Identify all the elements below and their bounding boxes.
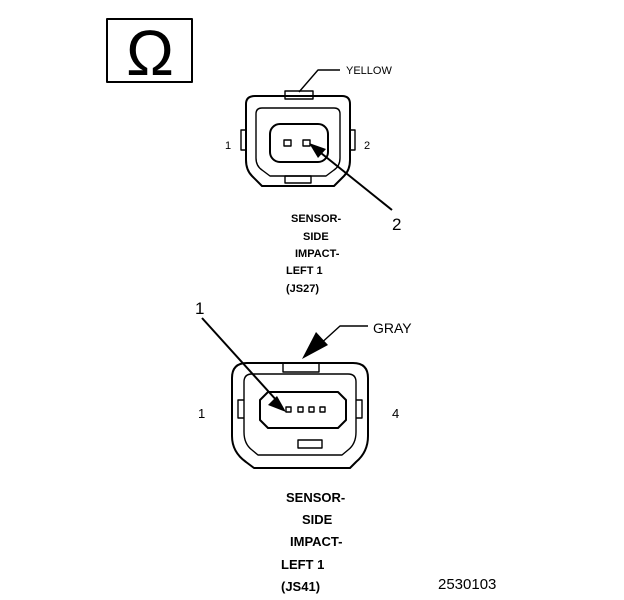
connector-js41-latch [297, 439, 323, 449]
connector-js27-title-line-4: LEFT 1 [286, 265, 323, 277]
connector-js41-title-line-4: LEFT 1 [281, 557, 324, 572]
connector-js41-title-line-5: (JS41) [281, 579, 320, 594]
connector-js27-pin-2 [302, 139, 311, 147]
connector-js27-pin-label-right: 2 [364, 140, 370, 152]
figure-number: 2530103 [438, 576, 496, 593]
connector-js27-title-line-2: SIDE [303, 231, 329, 243]
gray-leader-arrowhead [302, 332, 328, 359]
connector-js41-pin-2 [297, 406, 304, 413]
omega-symbol-box: Ω [106, 17, 193, 89]
connector-js27-body [245, 95, 351, 187]
connector-js41-cavity [259, 391, 347, 429]
connector-js27-recess [255, 107, 341, 177]
connector-js27-latch [284, 175, 312, 184]
connector-js27-title-line-1: SENSOR- [291, 213, 341, 225]
omega-icon: Ω [126, 17, 174, 89]
connector-js41-pin-label-right: 4 [392, 406, 399, 421]
connector-js41-title-line-1: SENSOR- [286, 490, 345, 505]
connector-js27-title-line-5: (JS27) [286, 283, 319, 295]
connector-js27-color-label: YELLOW [346, 65, 392, 77]
connector-js41-pin-3 [308, 406, 315, 413]
connector-js41-color-label: GRAY [373, 320, 412, 336]
connector-js41: GRAY 1 4 1 SENSOR- SIDE IMPACT- LEFT 1 (… [195, 299, 412, 594]
connector-js27: YELLOW 1 2 2 SENSOR- SIDE IMPACT- LEFT 1… [225, 65, 401, 295]
connector-js27-pin-1 [283, 139, 292, 147]
connector-js41-pin-4 [319, 406, 326, 413]
connector-js41-key-tab [282, 362, 320, 373]
connector-js27-title-line-3: IMPACT- [295, 248, 340, 260]
connector-js27-cavity [269, 123, 329, 163]
connector-js41-pin-1 [285, 406, 292, 413]
callout-2-arrowhead [309, 143, 326, 158]
connector-js41-recess [243, 373, 357, 456]
connector-js27-pin-label-left: 1 [225, 140, 231, 152]
callout-2-label: 2 [392, 215, 401, 234]
connector-js41-body [231, 362, 369, 469]
callout-1-arrowhead [268, 396, 286, 412]
connector-js41-title-line-3: IMPACT- [290, 534, 342, 549]
callout-1-label: 1 [195, 299, 204, 318]
connector-js41-title-line-2: SIDE [302, 512, 333, 527]
connector-js41-pin-label-left: 1 [198, 406, 205, 421]
